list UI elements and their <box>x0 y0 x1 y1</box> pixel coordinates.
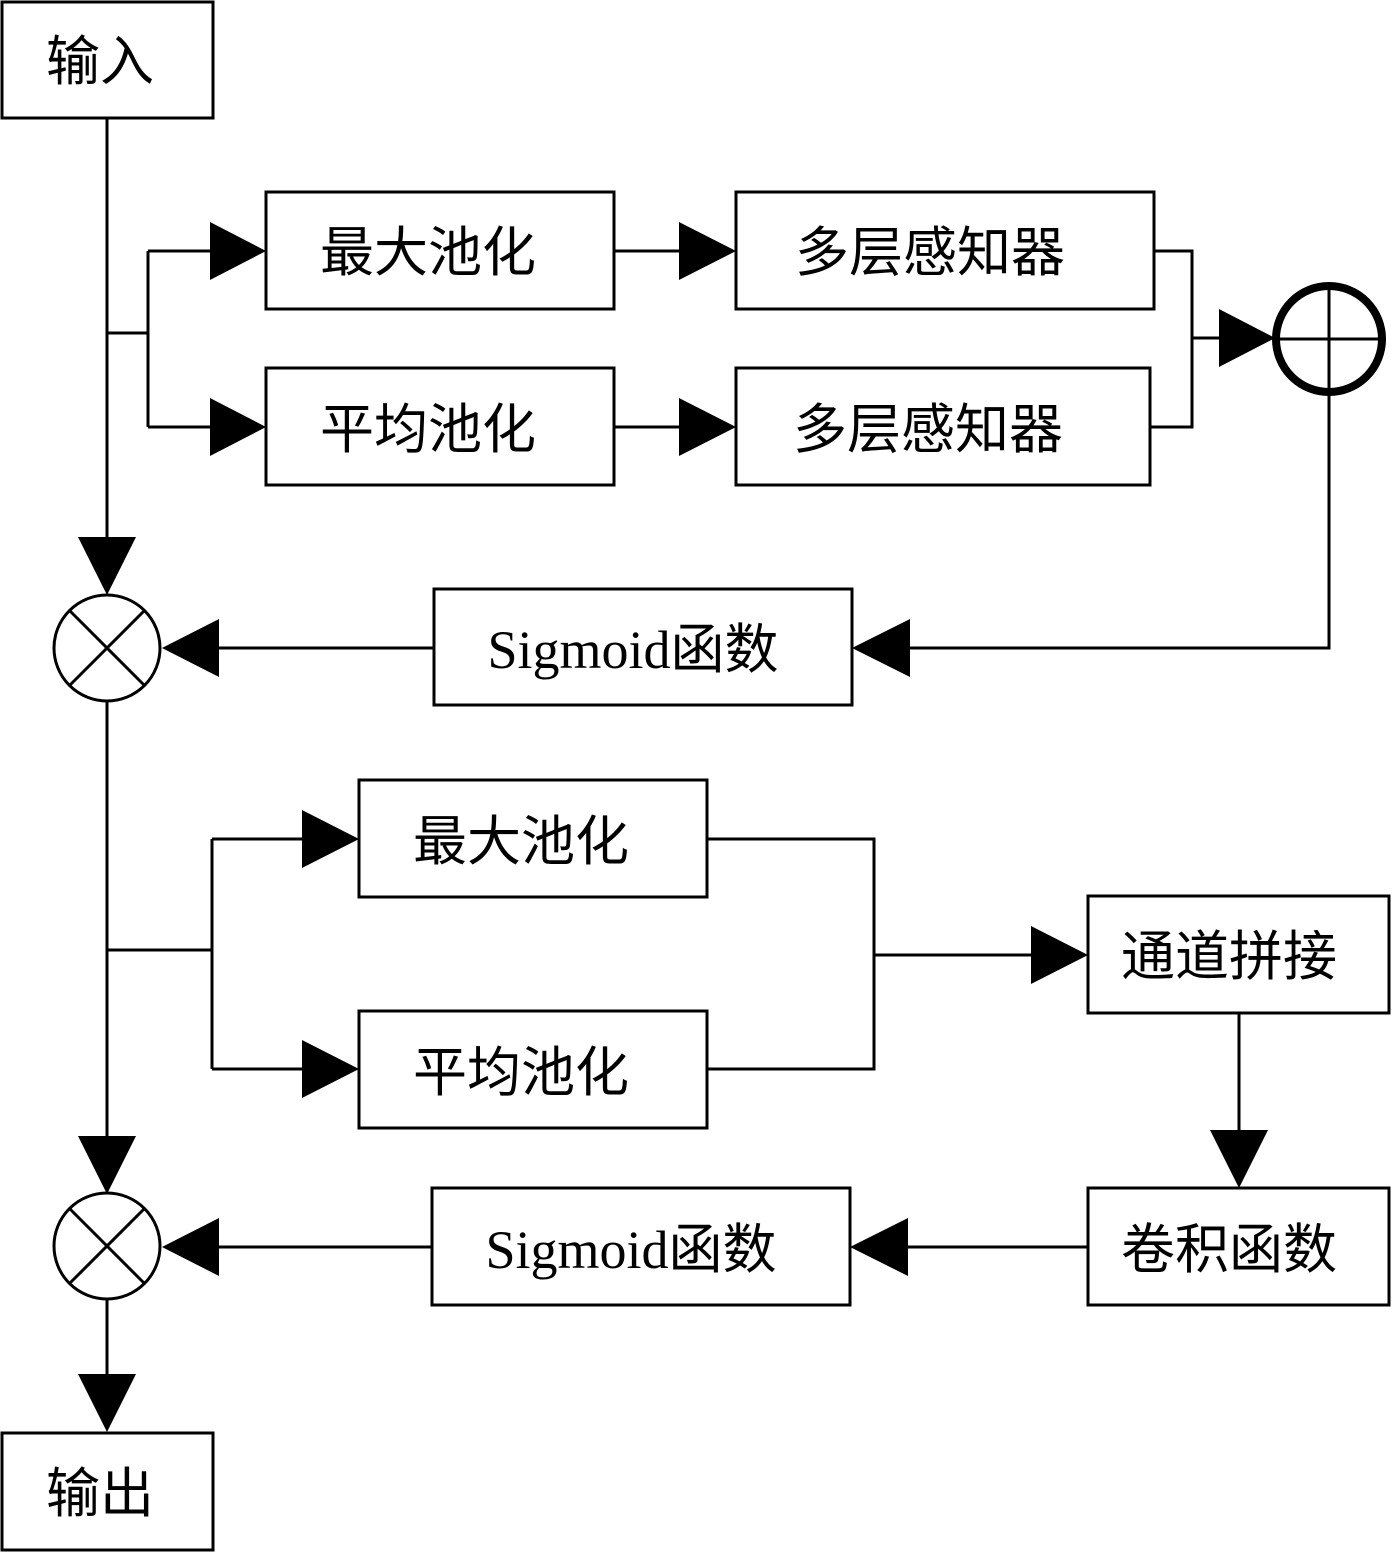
node-conv-label: 卷积函数 <box>1121 1220 1337 1280</box>
node-channel-maxpool: 最大池化 <box>264 190 616 311</box>
edge-mlp-top-merge <box>1154 249 1194 338</box>
node-mlp-bottom-label: 多层感知器 <box>793 400 1063 460</box>
edge-add-sigmoid <box>908 393 1331 650</box>
node-spatial-maxpool-label: 最大池化 <box>413 812 629 872</box>
arrow-down-icon <box>78 537 136 595</box>
edge-mlp-bottom-merge <box>1150 338 1194 429</box>
node-channel-sigmoid: Sigmoid函数 <box>432 587 854 707</box>
node-input-label: 输入 <box>46 32 154 92</box>
arrow-left-icon <box>162 619 219 677</box>
node-output-label: 输出 <box>46 1464 154 1524</box>
arrow-down-icon <box>1210 1130 1268 1188</box>
arrowheads <box>78 222 1275 1432</box>
node-spatial-sigmoid-label: Sigmoid函数 <box>485 1220 776 1280</box>
arrow-right-icon <box>1219 309 1275 367</box>
node-mlp-top: 多层感知器 <box>734 190 1156 311</box>
node-mlp-top-label: 多层感知器 <box>795 223 1065 283</box>
arrow-down-icon <box>78 1136 136 1194</box>
arrow-right-icon <box>302 1040 359 1098</box>
node-spatial-avgpool: 平均池化 <box>357 1009 709 1130</box>
node-output: 输出 <box>0 1431 215 1552</box>
arrow-down-icon <box>78 1374 136 1432</box>
node-concat-label: 通道拼接 <box>1121 927 1337 987</box>
node-mlp-bottom: 多层感知器 <box>734 366 1152 487</box>
node-conv: 卷积函数 <box>1086 1186 1391 1307</box>
times-circle-diag-2 <box>68 1207 146 1285</box>
multiply-operator-2 <box>52 1191 162 1301</box>
edge-spatial-pools-merge <box>707 837 876 1071</box>
node-concat: 通道拼接 <box>1086 894 1391 1015</box>
arrow-left-icon <box>162 1218 219 1276</box>
arrow-right-icon <box>210 398 266 456</box>
arrow-left-icon <box>852 619 910 677</box>
arrow-right-icon <box>210 222 266 280</box>
node-channel-sigmoid-label: Sigmoid函数 <box>487 620 778 680</box>
add-operator <box>1272 282 1386 396</box>
multiply-operator-1 <box>52 593 162 703</box>
node-channel-maxpool-label: 最大池化 <box>320 223 536 283</box>
node-input: 输入 <box>0 0 215 120</box>
arrow-right-icon <box>679 398 736 456</box>
node-spatial-avgpool-label: 平均池化 <box>413 1043 629 1103</box>
node-channel-avgpool: 平均池化 <box>264 366 616 487</box>
arrow-right-icon <box>1031 926 1088 984</box>
node-channel-avgpool-label: 平均池化 <box>320 400 536 460</box>
node-spatial-maxpool: 最大池化 <box>357 778 709 899</box>
node-spatial-sigmoid: Sigmoid函数 <box>430 1186 852 1307</box>
arrow-left-icon <box>850 1218 908 1276</box>
times-circle-diag-2 <box>68 609 146 687</box>
connectors <box>105 118 1331 1375</box>
arrow-right-icon <box>679 222 736 280</box>
arrow-right-icon <box>302 810 359 868</box>
